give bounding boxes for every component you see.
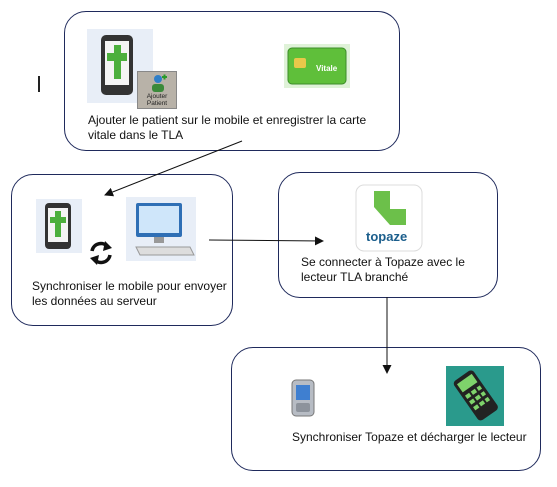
vitale-card-icon: Vitale	[284, 44, 350, 88]
step-label-add-patient: Ajouter le patient sur le mobile et enre…	[88, 113, 367, 142]
tla-reader-icon	[446, 366, 504, 426]
arrow-step1-to-step2	[104, 140, 243, 197]
add-patient-button-label: Ajouter Patient	[146, 93, 168, 107]
arrow-step2-to-step3	[208, 236, 324, 246]
computer-icon	[126, 197, 196, 261]
text-cursor	[38, 76, 40, 92]
step-box-sync-topaze: Synchroniser Topaze et décharger le lect…	[231, 347, 541, 471]
mobile-phone-icon	[36, 199, 82, 253]
sync-icon	[90, 241, 112, 265]
step-label-sync-mobile: Synchroniser le mobile pour envoyer les …	[32, 279, 227, 308]
person-icon	[152, 74, 167, 92]
step-box-add-patient: Ajouter Patient Vitale Ajouter le patien…	[64, 11, 400, 151]
add-patient-button-icon: Ajouter Patient	[137, 71, 177, 109]
step-box-connect-topaze: topaze Se connecter à Topaze avec le lec…	[278, 172, 498, 298]
pda-device-icon	[291, 379, 315, 417]
vitale-card-text: Vitale	[316, 64, 338, 73]
mobile-phone-icon	[87, 29, 153, 103]
step-label-sync-topaze: Synchroniser Topaze et décharger le lect…	[292, 430, 527, 444]
topaze-logo-icon: topaze	[355, 184, 423, 252]
topaze-logo-text: topaze	[366, 229, 407, 244]
step-box-sync-mobile: Synchroniser le mobile pour envoyer les …	[11, 174, 233, 326]
step-label-connect-topaze: Se connecter à Topaze avec le lecteur TL…	[301, 255, 465, 284]
